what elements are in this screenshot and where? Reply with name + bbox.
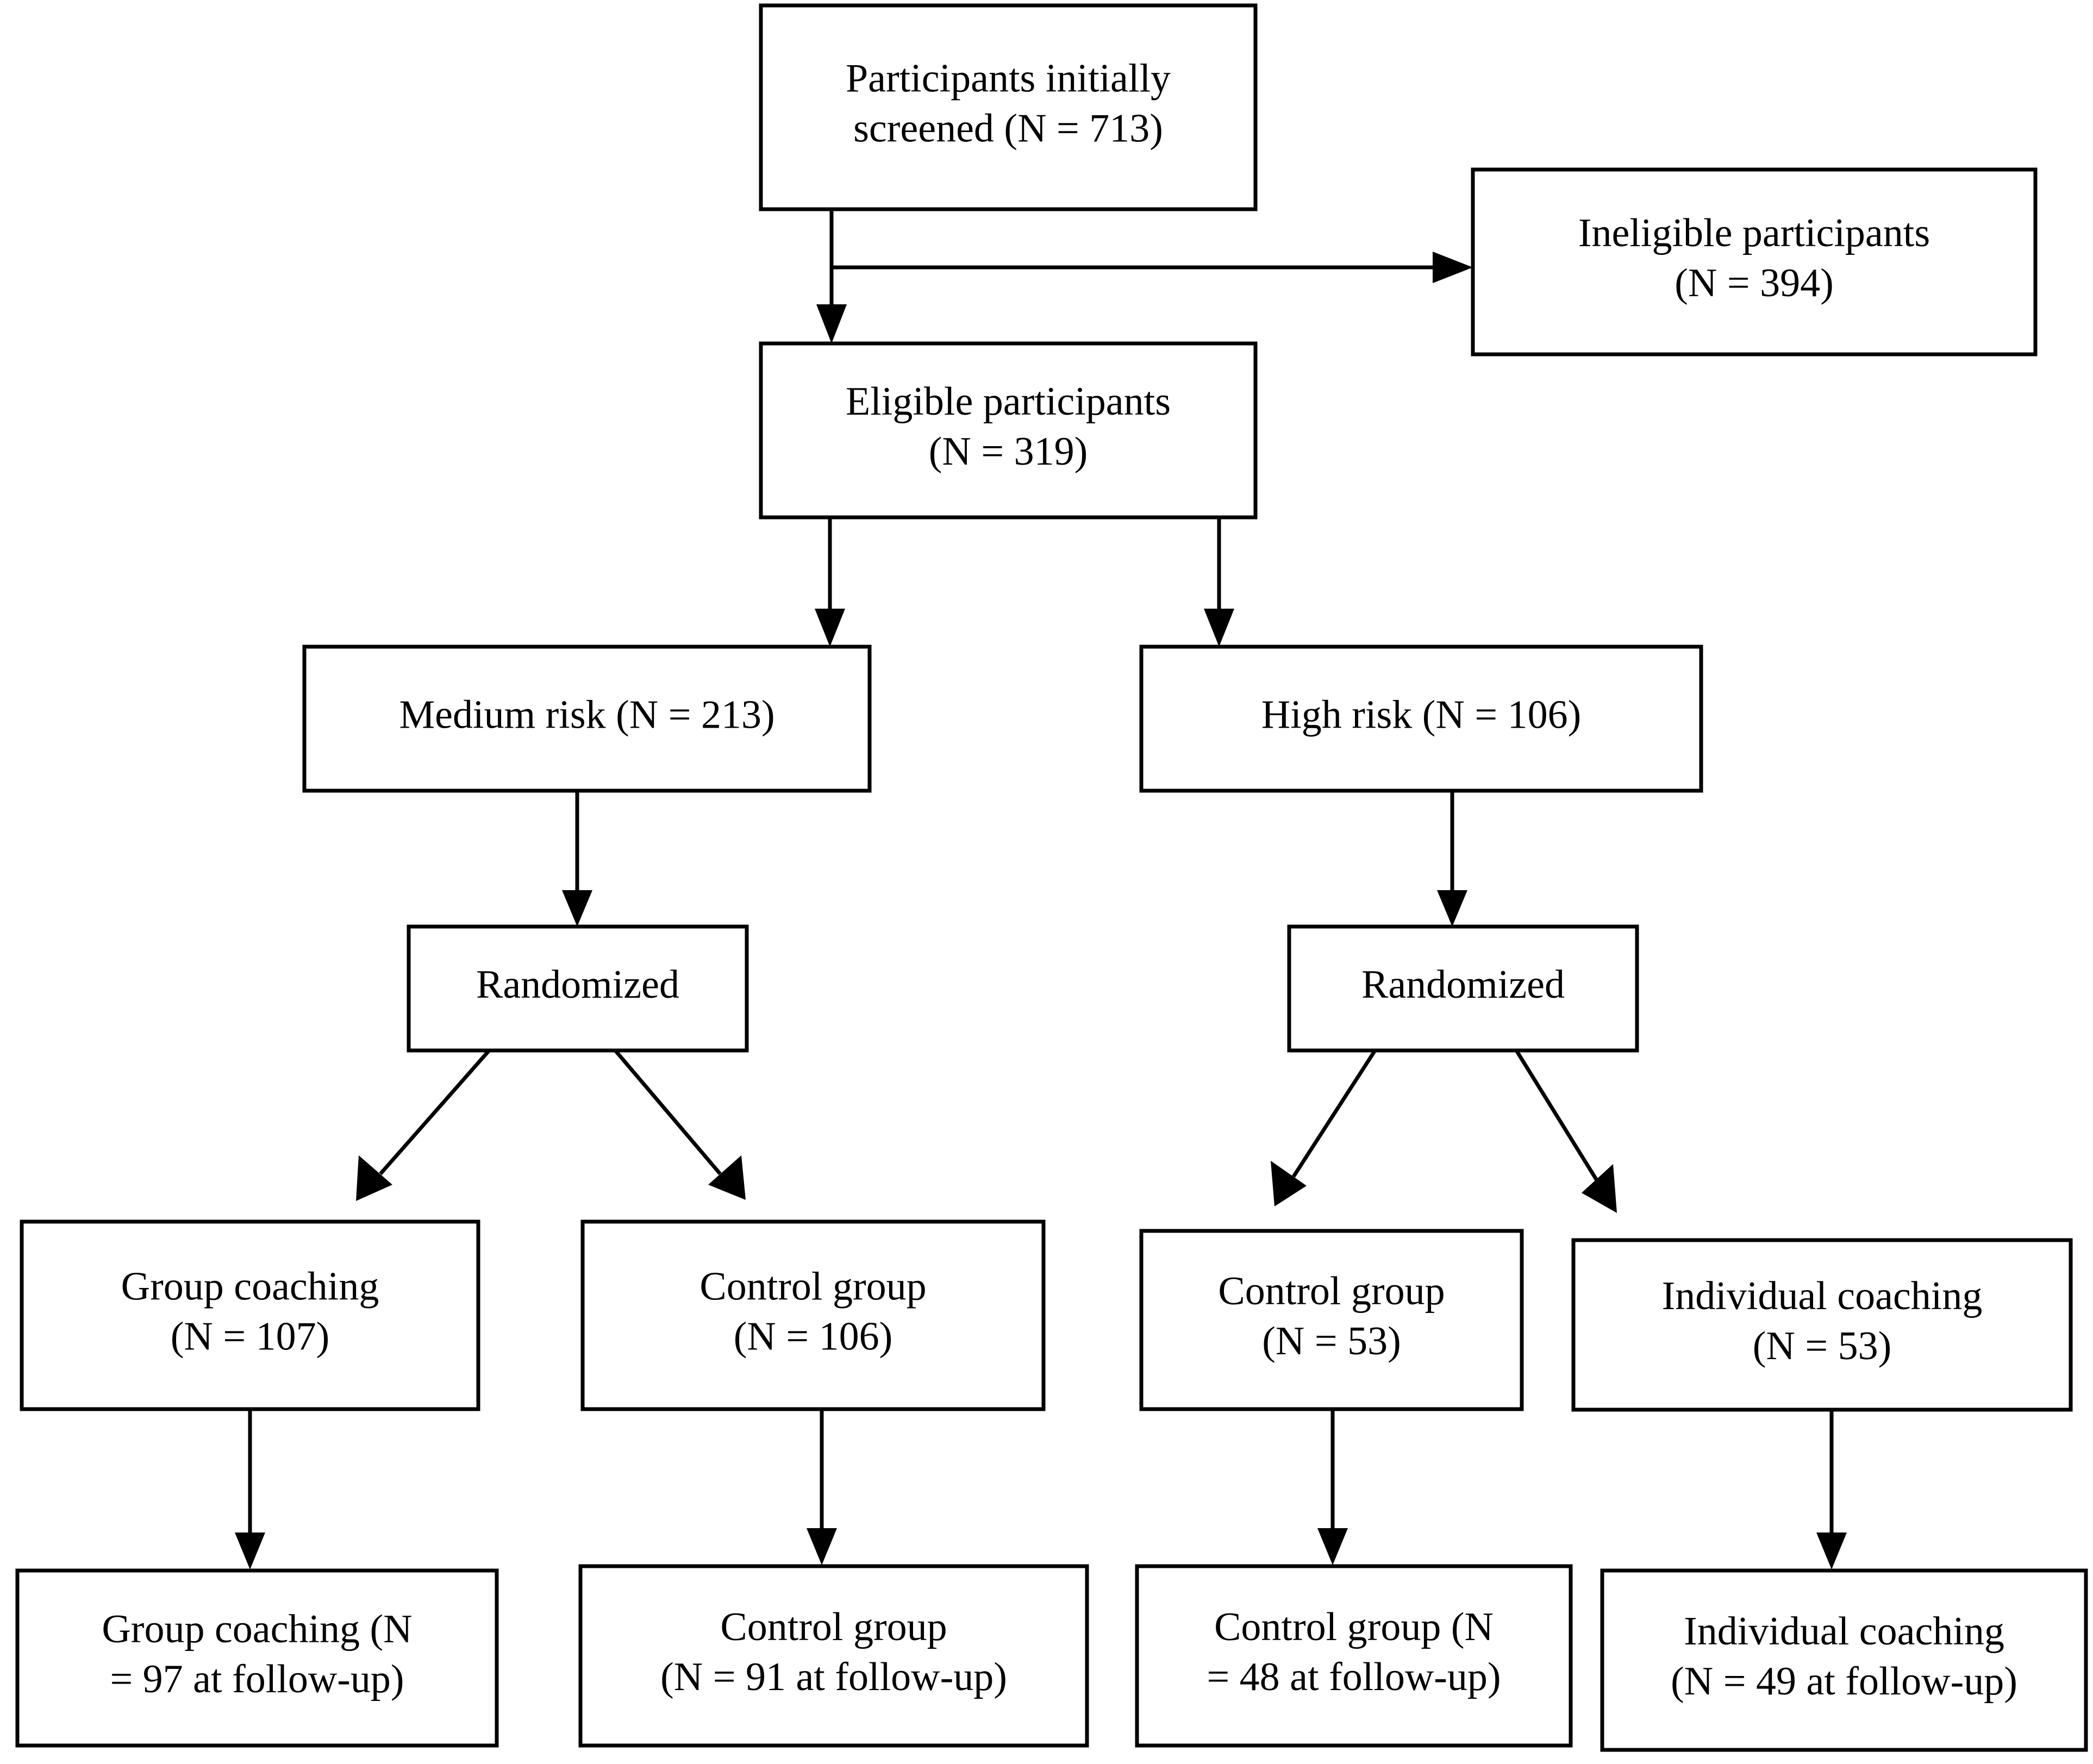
edge-layer: [235, 209, 1847, 1569]
eligible-participants-box: Eligible participants (N = 319): [759, 341, 1258, 520]
eligible-participants-box-label-line-2: (N = 319): [929, 429, 1088, 474]
group-coaching-followup-box-outline: [15, 1568, 499, 1748]
control-group-medium-box-label-line-1: Control group: [699, 1264, 926, 1309]
control-group-high-followup-box-label-line-1: Control group (N: [1214, 1605, 1494, 1649]
control-group-medium-box-label-line-2: (N = 106): [734, 1314, 892, 1359]
control-group-high-box: Control group (N = 53): [1139, 1229, 1524, 1411]
high-risk-box: High risk (N = 106): [1139, 645, 1703, 793]
individual-coaching-followup-box-label-line-2: (N = 49 at follow-up): [1671, 1659, 2017, 1704]
ineligible-participants-box-outline: [1471, 167, 2038, 356]
control-group-medium-followup-box-label-line-2: (N = 91 at follow-up): [660, 1655, 1007, 1699]
randomized-medium-box-label-line-1: Randomized: [476, 962, 679, 1007]
edge-randomized-to-individual-coaching: [1515, 1049, 1617, 1213]
ineligible-participants-box: Ineligible participants (N = 394): [1471, 167, 2038, 356]
node-layer: Participants initially screened (N = 713)…: [15, 3, 2088, 1752]
control-group-medium-followup-box: Control group (N = 91 at follow-up): [578, 1564, 1089, 1748]
edge-screened-to-ineligible: [832, 252, 1473, 283]
medium-risk-box: Medium risk (N = 213): [302, 645, 872, 793]
control-group-high-box-outline: [1139, 1229, 1524, 1411]
individual-coaching-box-outline: [1571, 1238, 2073, 1412]
individual-coaching-box-label-line-1: Individual coaching: [1662, 1274, 1983, 1318]
control-group-high-followup-box-outline: [1135, 1564, 1573, 1748]
control-group-high-followup-box: Control group (N = 48 at follow-up): [1135, 1564, 1573, 1748]
eligible-participants-box-label-line-1: Eligible participants: [846, 379, 1171, 424]
individual-coaching-followup-box: Individual coaching (N = 49 at follow-up): [1600, 1568, 2088, 1752]
individual-coaching-box-label-line-2: (N = 53): [1753, 1324, 1891, 1368]
group-coaching-box: Group coaching (N = 107): [20, 1219, 480, 1411]
control-group-medium-followup-box-label-line-1: Control group: [720, 1605, 947, 1649]
edge-screened-to-eligible: [816, 209, 847, 343]
edge-individual-coaching-to-followup: [1816, 1410, 1847, 1569]
randomized-high-box: Randomized: [1287, 924, 1639, 1053]
control-group-medium-box: Control group (N = 106): [580, 1219, 1046, 1411]
ineligible-participants-box-label-line-1: Ineligible participants: [1578, 211, 1930, 255]
group-coaching-box-label-line-2: (N = 107): [171, 1314, 329, 1359]
control-group-high-box-label-line-1: Control group: [1218, 1269, 1445, 1313]
eligible-participants-box-outline: [759, 341, 1258, 520]
high-risk-box-label-line-1: High risk (N = 106): [1261, 692, 1581, 737]
randomized-medium-box-outline: [407, 924, 749, 1053]
control-group-medium-followup-box-outline: [578, 1564, 1089, 1748]
group-coaching-box-outline: [20, 1219, 480, 1411]
group-coaching-followup-box-label-line-1: Group coaching (N: [102, 1607, 412, 1652]
group-coaching-followup-box: Group coaching (N = 97 at follow-up): [15, 1568, 499, 1748]
medium-risk-box-outline: [302, 645, 872, 793]
control-group-medium-box-outline: [580, 1219, 1046, 1411]
ineligible-participants-box-label-line-2: (N = 394): [1675, 261, 1833, 305]
edge-randomized-to-control-high: [1271, 1049, 1377, 1206]
participants-initially-screened-box-label-line-1: Participants initially: [846, 56, 1171, 101]
group-coaching-followup-box-label-line-2: = 97 at follow-up): [110, 1657, 404, 1702]
control-group-high-box-label-line-2: (N = 53): [1262, 1319, 1401, 1363]
edge-control-medium-to-followup: [807, 1409, 837, 1565]
edge-randomized-to-control-medium: [614, 1049, 746, 1200]
medium-risk-box-label-line-1: Medium risk (N = 213): [399, 692, 774, 737]
individual-coaching-box: Individual coaching (N = 53): [1571, 1238, 2073, 1412]
edge-high-risk-to-randomized: [1437, 791, 1467, 927]
edge-eligible-to-high-risk: [1204, 517, 1234, 647]
individual-coaching-followup-box-outline: [1600, 1568, 2088, 1752]
edge-control-high-to-followup: [1317, 1409, 1348, 1565]
participants-initially-screened-box-label-line-2: screened (N = 713): [853, 106, 1163, 151]
individual-coaching-followup-box-label-line-1: Individual coaching: [1684, 1609, 2004, 1654]
group-coaching-box-label-line-1: Group coaching: [121, 1264, 379, 1309]
randomized-medium-box: Randomized: [407, 924, 749, 1053]
randomized-high-box-label-line-1: Randomized: [1361, 962, 1565, 1007]
control-group-high-followup-box-label-line-2: = 48 at follow-up): [1207, 1655, 1501, 1699]
participants-initially-screened-box: Participants initially screened (N = 713): [759, 3, 1258, 211]
participants-initially-screened-box-outline: [759, 3, 1258, 211]
high-risk-box-outline: [1139, 645, 1703, 793]
edge-medium-risk-to-randomized: [562, 791, 592, 927]
randomized-high-box-outline: [1287, 924, 1639, 1053]
edge-randomized-to-group-coaching: [356, 1049, 491, 1201]
edge-eligible-to-medium-risk: [815, 517, 845, 647]
edge-group-coaching-to-followup: [235, 1409, 265, 1569]
